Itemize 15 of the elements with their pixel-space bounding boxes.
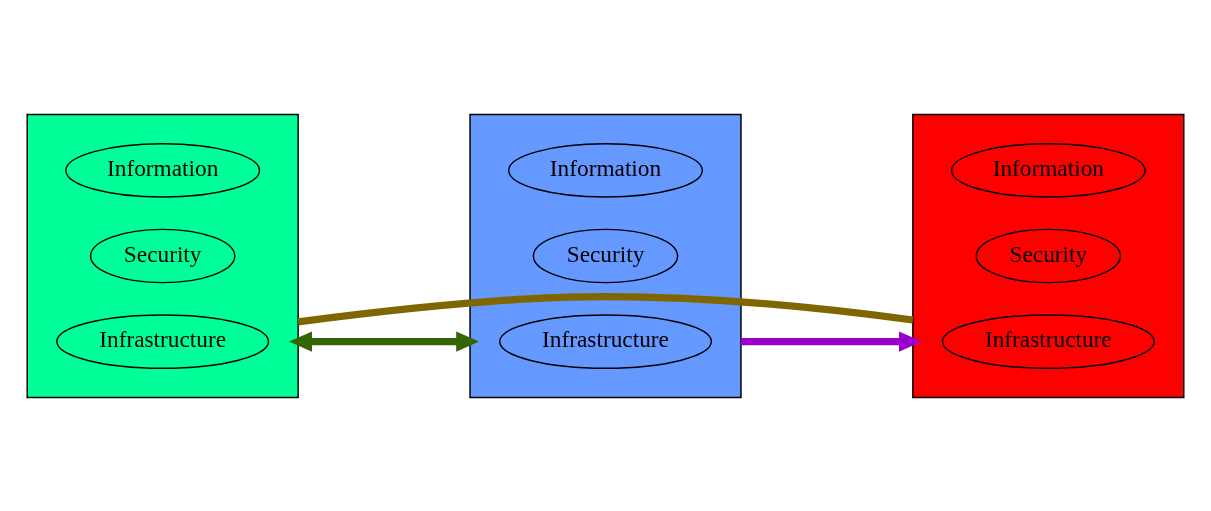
node-ellipse: Security xyxy=(975,228,1122,283)
node-ellipse: Information xyxy=(508,142,703,198)
cluster xyxy=(469,113,742,398)
node-ellipse: Infrastructure xyxy=(56,313,270,369)
node-ellipse: Infrastructure xyxy=(941,313,1155,369)
node-ellipse: Security xyxy=(89,228,236,283)
node-ellipse: Information xyxy=(65,142,261,198)
arrow xyxy=(289,331,480,352)
cluster xyxy=(26,113,299,398)
node-ellipse: Security xyxy=(532,228,679,283)
arrow xyxy=(740,331,922,352)
node-ellipse: Infrastructure xyxy=(498,313,713,369)
cluster xyxy=(912,113,1185,398)
node-ellipse: Information xyxy=(950,142,1146,198)
connector xyxy=(297,292,914,326)
